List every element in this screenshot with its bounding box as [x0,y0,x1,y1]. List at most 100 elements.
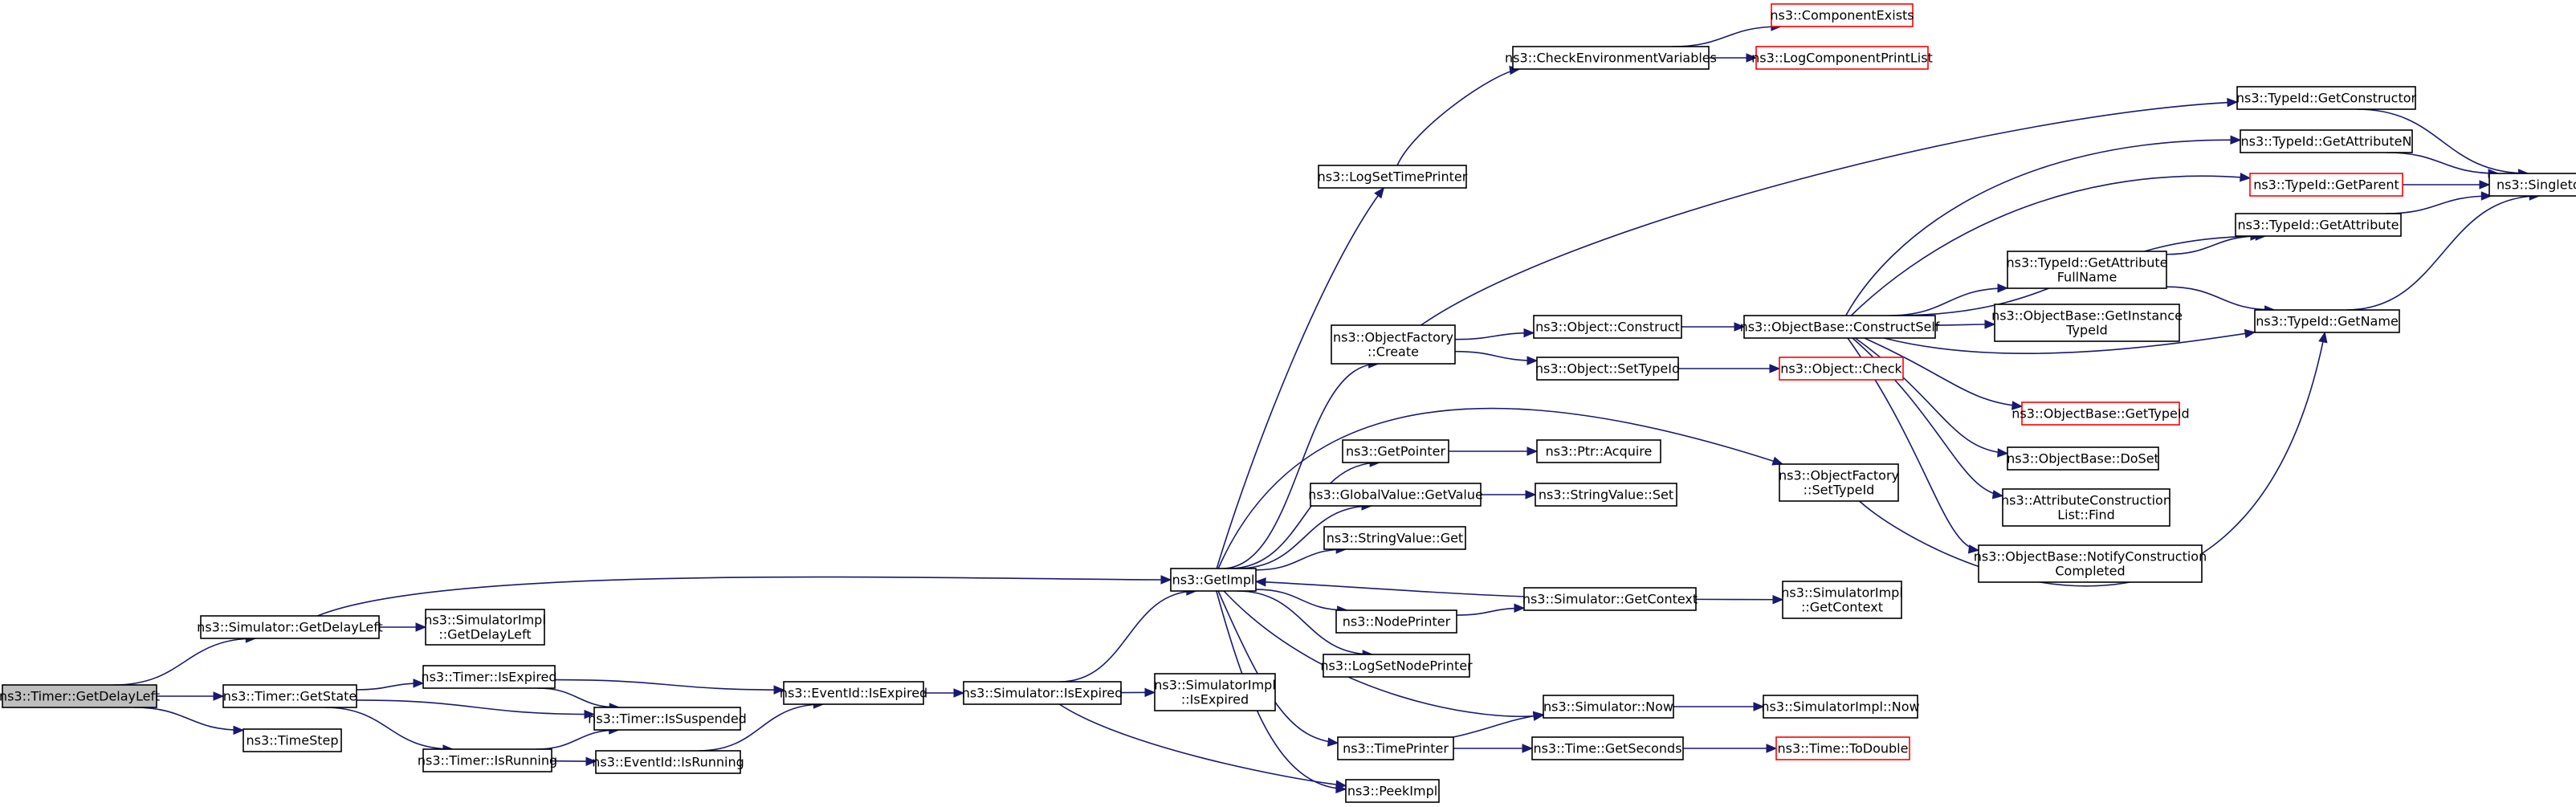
node-typeid_getname[interactable]: ns3::TypeId::GetName [2254,309,2400,333]
node-box[interactable] [2488,173,2576,197]
node-objbase_doset[interactable]: ns3::ObjectBase::DoSet [2007,446,2159,471]
node-box[interactable] [2007,251,2167,289]
node-stringvalue_get[interactable]: ns3::StringValue::Get [1323,526,1466,550]
node-box[interactable] [1779,463,1899,502]
node-box[interactable] [1345,779,1440,803]
node-sim_isexpired[interactable]: ns3::Simulator::IsExpired [962,681,1123,705]
node-typeid_getattribute[interactable]: ns3::TypeId::GetAttribute [2235,213,2402,237]
node-simimpl_getcontext[interactable]: ns3::SimulatorImpl::GetContext [1781,581,1903,619]
node-componentexists[interactable]: ns3::ComponentExists [1770,3,1914,27]
node-timer_getstate[interactable]: ns3::Timer::GetState [222,684,357,708]
node-box[interactable] [2002,488,2170,527]
node-typeid_getattributen[interactable]: ns3::TypeId::GetAttributeN [2240,129,2413,153]
node-logsettimeprinter[interactable]: ns3::LogSetTimePrinter [1318,165,1468,189]
node-timer_isexpired[interactable]: ns3::Timer::IsExpired [421,665,557,689]
node-box[interactable] [1154,673,1276,711]
node-box[interactable] [1342,439,1449,463]
node-box[interactable] [2007,446,2159,471]
node-box[interactable] [1533,315,1682,339]
node-typeid_getparent[interactable]: ns3::TypeId::GetParent [2249,173,2403,197]
node-box[interactable] [1775,736,1910,760]
node-objbase_constructself[interactable]: ns3::ObjectBase::ConstructSelf [1740,315,1940,339]
node-stringvalue_set[interactable]: ns3::StringValue::Set [1535,483,1677,507]
node-box[interactable] [963,681,1122,705]
node-box[interactable] [2235,213,2402,237]
node-simimpl_now[interactable]: ns3::SimulatorImpl::Now [1761,695,1920,719]
node-box[interactable] [1763,695,1918,719]
node-box[interactable] [1310,483,1482,507]
node-getimpl[interactable]: ns3::GetImpl [1170,568,1257,592]
node-box[interactable] [1536,357,1679,381]
node-simimpl_getdelayleft[interactable]: ns3::SimulatorImpl::GetDelayLeft [424,609,546,646]
node-box[interactable] [1779,357,1904,381]
node-typeid_getconstructor[interactable]: ns3::TypeId::GetConstructor [2236,86,2417,110]
node-box[interactable] [2249,173,2403,197]
node-box[interactable] [1755,46,1929,70]
node-box[interactable] [200,615,380,639]
node-box[interactable] [1337,736,1454,760]
node-box[interactable] [783,681,924,705]
node-time_getseconds[interactable]: ns3::Time::GetSeconds [1531,736,1684,760]
node-simimpl_isexpired[interactable]: ns3::SimulatorImpl::IsExpired [1154,673,1276,711]
node-globalvalue_getvalue[interactable]: ns3::GlobalValue::GetValue [1308,483,1483,507]
node-box[interactable] [422,748,552,772]
node-box[interactable] [1318,165,1467,189]
node-box[interactable] [1743,315,1936,339]
node-box[interactable] [1323,654,1470,678]
node-box[interactable] [593,707,741,731]
node-getpointer[interactable]: ns3::GetPointer [1342,439,1449,463]
node-sim_getdelayleft[interactable]: ns3::Simulator::GetDelayLeft [197,615,383,639]
node-objfactory_settypeid[interactable]: ns3::ObjectFactory::SetTypeId [1779,463,1899,502]
node-box[interactable] [222,684,357,708]
node-objbase_gettypeid[interactable]: ns3::ObjectBase::GetTypeId [2011,401,2190,426]
node-objbase_notifyconstructioncompleted[interactable]: ns3::ObjectBase::NotifyConstructionCompl… [1974,544,2207,583]
node-box[interactable] [1782,581,1902,619]
node-singleton_get[interactable]: ns3::Singleton::Get [2488,173,2576,197]
node-box[interactable] [595,750,741,774]
node-time_todouble[interactable]: ns3::Time::ToDouble [1775,736,1910,760]
node-ptr_acquire[interactable]: ns3::Ptr::Acquire [1536,439,1661,463]
node-objfactory_create[interactable]: ns3::ObjectFactory::Create [1331,324,1456,365]
node-root[interactable]: ns3::Timer::GetDelayLeft [0,684,160,708]
node-logsetnodeprinter[interactable]: ns3::LogSetNodePrinter [1320,654,1473,678]
node-object_check[interactable]: ns3::Object::Check [1779,357,1904,381]
node-box[interactable] [1543,695,1674,719]
node-timer_issuspended[interactable]: ns3::Timer::IsSuspended [588,707,747,731]
node-box[interactable] [422,665,556,689]
node-eventid_isrunning[interactable]: ns3::EventId::IsRunning [592,750,744,774]
node-box[interactable] [1531,736,1684,760]
node-box[interactable] [2254,309,2400,333]
node-box[interactable] [2236,86,2416,110]
node-box[interactable] [243,728,342,752]
node-box[interactable] [1523,587,1697,611]
node-box[interactable] [2,684,157,708]
node-object_construct[interactable]: ns3::Object::Construct [1533,315,1682,339]
node-timestep[interactable]: ns3::TimeStep [243,728,342,752]
node-box[interactable] [1978,544,2203,583]
node-logcomponentprintlist[interactable]: ns3::LogComponentPrintList [1751,46,1933,70]
node-nodeprinter[interactable]: ns3::NodePrinter [1335,609,1457,634]
node-sim_getcontext[interactable]: ns3::Simulator::GetContext [1522,587,1698,611]
node-box[interactable] [1335,609,1457,634]
node-box[interactable] [1994,304,2180,342]
node-box[interactable] [1535,483,1677,507]
node-box[interactable] [1170,568,1257,592]
node-object_settypeid[interactable]: ns3::Object::SetTypeId [1535,357,1680,381]
node-checkenv[interactable]: ns3::CheckEnvironmentVariables [1505,46,1717,70]
node-sim_now[interactable]: ns3::Simulator::Now [1543,695,1674,719]
node-timer_isrunning[interactable]: ns3::Timer::IsRunning [418,748,557,772]
node-peekimpl[interactable]: ns3::PeekImpl [1345,779,1440,803]
node-box[interactable] [1771,3,1914,27]
node-box[interactable] [425,609,545,646]
node-box[interactable] [1536,439,1661,463]
node-eventid_isexpired[interactable]: ns3::EventId::IsExpired [780,681,927,705]
node-box[interactable] [1512,46,1710,70]
node-box[interactable] [2240,129,2413,153]
node-timeprinter[interactable]: ns3::TimePrinter [1337,736,1454,760]
node-box[interactable] [1331,324,1456,365]
node-box[interactable] [1323,526,1466,550]
node-box[interactable] [2021,401,2180,426]
